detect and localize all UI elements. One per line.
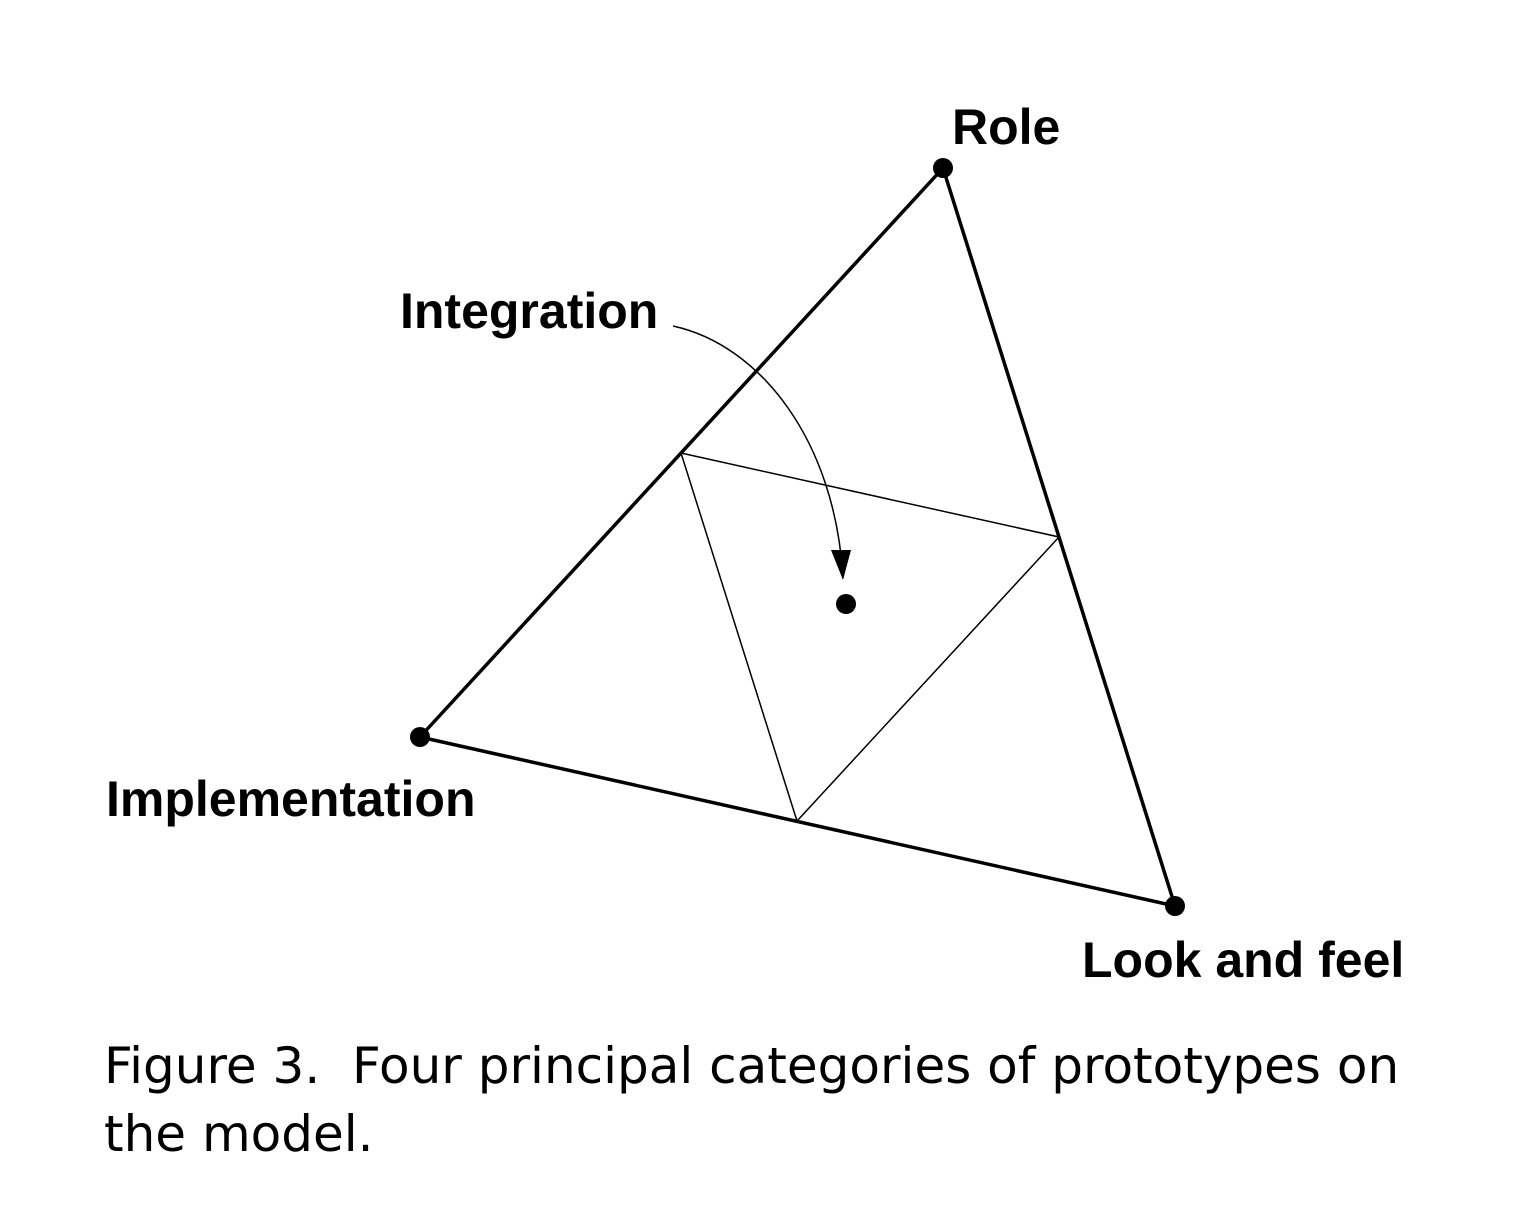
prototype-model-diagram: Role Integration Implementation Look and… xyxy=(106,99,1404,988)
integration-center-dot xyxy=(836,594,856,614)
look-and-feel-vertex-dot xyxy=(1165,896,1185,916)
figure-caption: Figure 3. Four principal categories of p… xyxy=(104,1037,1416,1163)
implementation-vertex-dot xyxy=(410,727,430,747)
integration-arrow xyxy=(672,325,844,579)
role-label: Role xyxy=(952,99,1060,155)
look-and-feel-label: Look and feel xyxy=(1082,932,1404,988)
role-vertex-dot xyxy=(933,158,953,178)
integration-arrowhead xyxy=(831,550,851,580)
implementation-label: Implementation xyxy=(106,771,475,827)
inner-triangle xyxy=(679,451,1061,823)
integration-label: Integration xyxy=(400,283,658,339)
